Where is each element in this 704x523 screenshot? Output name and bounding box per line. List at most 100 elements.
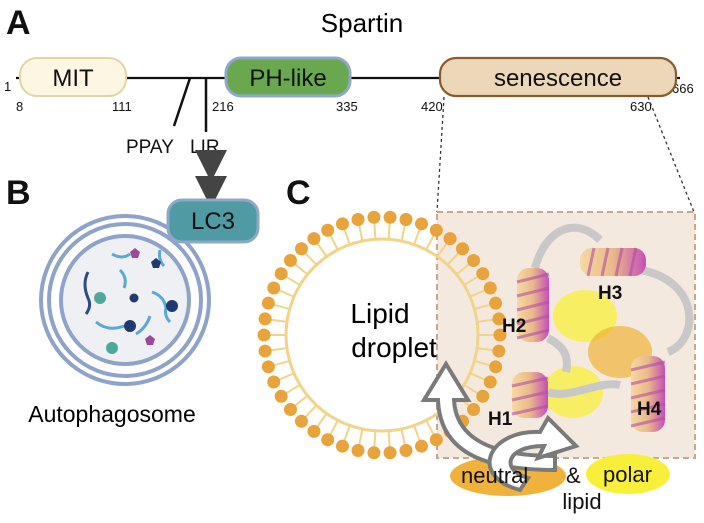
lipid-tail [469,289,486,298]
lipid-tail [273,303,290,311]
helix-h1-label: H1 [488,409,513,430]
senescence-end: 630 [630,99,652,114]
lipid-tail [425,419,435,435]
autophagosome-label: Autophagosome [28,401,196,427]
lipid-tail [474,359,491,367]
panel-c: C Lipid droplet H2 H3 H1 [257,174,696,514]
helix-h4-label: H4 [637,399,662,420]
lipid-tail [373,223,377,240]
lipid-tail [387,223,391,240]
senescence-start: 420 [421,99,443,114]
mit-domain-label: MIT [52,65,94,92]
lipid-tail [413,229,421,245]
lipid-tail [270,318,288,323]
lipid-headgroup [415,439,429,453]
helix-loop [531,223,603,270]
ph-like-end: 335 [336,99,358,114]
lipid-headgroup [399,212,413,226]
mit-end: 111 [112,99,132,114]
helix-loop [546,380,621,398]
lipid-tail [455,263,470,276]
protein-title: Spartin [321,8,403,38]
lipid-headgroup [467,254,481,268]
lipid-headgroup [351,212,365,226]
senescence-domain-label: senescence [494,65,622,92]
lipid-tail [387,430,391,447]
lipid-headgroup [492,312,506,326]
lipid-headgroup [321,223,335,237]
lipid-tail [476,318,494,323]
lipid-tail [373,430,377,447]
mit-domain [19,57,127,97]
helix-h2-label: H2 [502,316,526,337]
lipid-headgroup [261,296,275,310]
lipid-tail [474,303,491,311]
autophagosome-cargo [83,248,178,354]
helix-h1: H1 [488,372,549,430]
lipid-tail [329,235,339,251]
polar-lipid-label: polar [603,462,652,487]
lipid-tail [270,347,288,352]
lipid-tails [270,223,494,447]
lipid-droplet-label-line2: droplet [351,332,437,363]
lipid-tail [436,242,448,258]
cargo-particle [130,248,140,258]
lipid-headgroup [443,232,457,246]
lipid-headgroup [476,389,490,403]
lipid-headgroup [267,281,281,295]
polar-lipid-blob [553,290,617,342]
lipid-headgroup [307,424,321,438]
helix-h1-stripes [511,376,549,416]
lipid-tail [400,428,406,445]
lipid-headgroup [351,444,365,458]
ampersand-label: & [566,463,581,488]
lipid-droplet-label-line1: Lipid [350,298,409,329]
helix-h2-stripes [516,272,550,340]
lipid-headgroup [429,433,443,447]
lipid-label: lipid [562,489,601,514]
senescence-domain [438,56,678,98]
helix-h3-label: H3 [598,283,622,304]
cargo-particle [145,335,155,345]
lipid-tail [446,252,460,266]
lipid-headgroup [258,312,272,326]
lipid-transfer-arrow-right [487,414,580,493]
ph-like-domain-label: PH-like [249,65,326,92]
lipid-headgroup [283,402,297,416]
lipid-tail [358,428,364,445]
helix-loop [545,334,571,373]
residue-end: 666 [672,81,694,96]
cargo-particle [94,292,106,304]
lipid-headgroup [267,375,281,389]
lipid-tail [463,384,479,395]
panel-b: B LC3 Autophagosome [6,174,260,427]
polar-lipid-legend [586,454,670,494]
residue-start: 1 [4,79,11,94]
cargo-strand [151,290,172,324]
lipid-headgroup [383,446,397,460]
lipid-headgroup [476,267,490,281]
lipid-tail [278,372,295,381]
lipid-tail [278,289,295,298]
lipid-tail [304,252,318,266]
mit-start: 8 [16,99,23,114]
helix-h3: H3 [580,247,646,304]
lipid-tail [413,425,421,441]
lipid-headgroup [335,439,349,453]
lipid-tail [285,275,301,286]
ppay-motif-label: PPAY [126,137,174,158]
lipid-headgroup [483,375,497,389]
helix-h2: H2 [502,268,550,342]
helix-loop [639,266,694,356]
lipid-headgroup [483,281,497,295]
lipid-tail [285,384,301,395]
lipid-headgroup [489,360,503,374]
lipid-tail [358,225,364,242]
lipid-headgroup [307,232,321,246]
lipid-headgroup [294,242,308,256]
lipid-headgroup [274,267,288,281]
panel-a-label: A [6,4,31,42]
lipid-tail [329,419,339,435]
cargo-particle [129,293,139,303]
